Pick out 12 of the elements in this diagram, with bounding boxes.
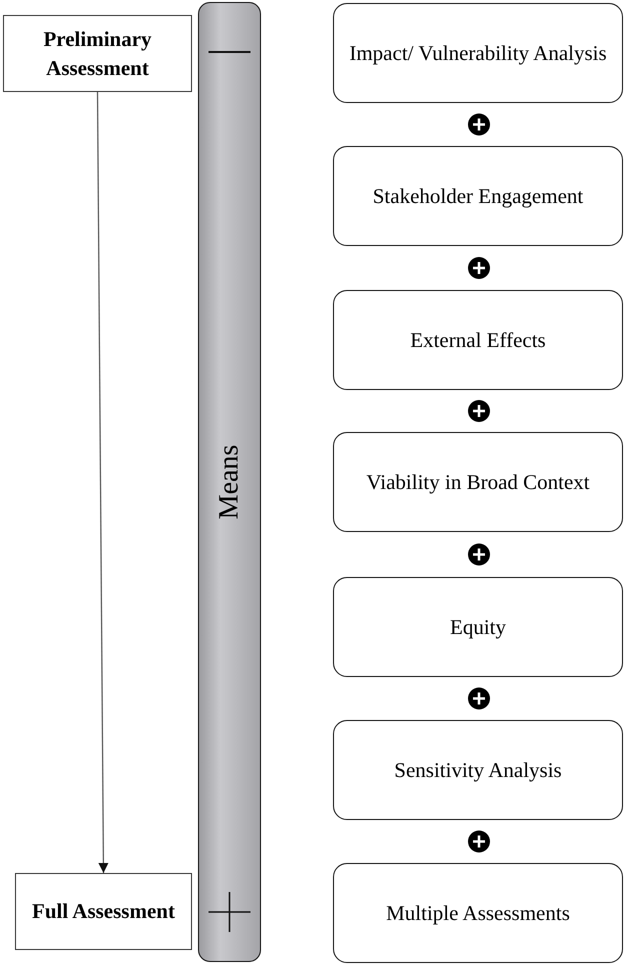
step-box: Equity xyxy=(333,577,623,677)
step-box: Sensitivity Analysis xyxy=(333,720,623,820)
stage-box: Preliminary Assessment xyxy=(3,15,192,92)
step-box: Impact/ Vulnerability Analysis xyxy=(333,3,623,103)
step-box: Multiple Assessments xyxy=(333,863,623,963)
bar-label: Means xyxy=(214,444,246,520)
means-bar xyxy=(198,2,261,962)
step-box: Stakeholder Engagement xyxy=(333,146,623,246)
stage-box: Full Assessment xyxy=(15,873,192,950)
step-box: Viability in Broad Context xyxy=(333,432,623,532)
step-box: External Effects xyxy=(333,290,623,390)
arrow xyxy=(96,92,108,873)
